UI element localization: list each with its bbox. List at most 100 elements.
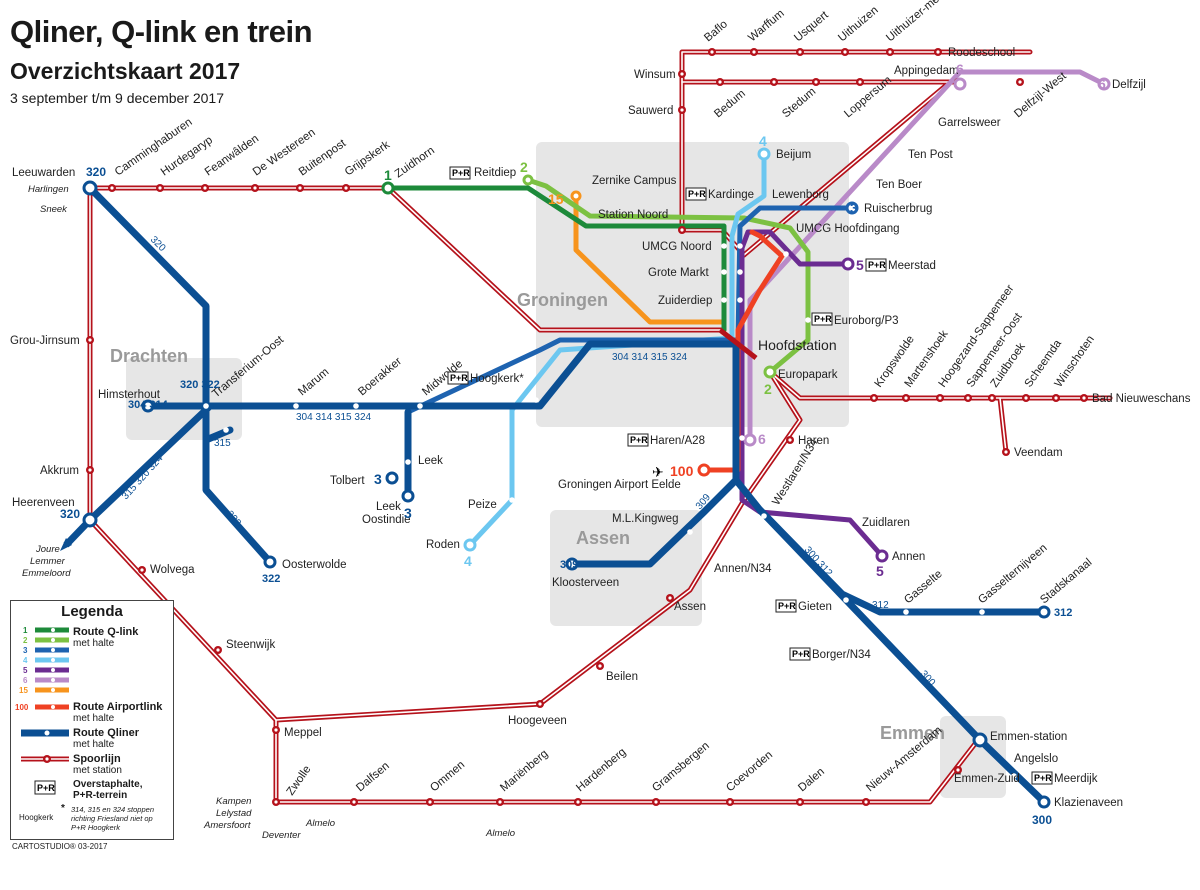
note-sneek: Sneek xyxy=(40,204,68,215)
label-bedum: Bedum xyxy=(712,88,748,121)
note-lemmer: Lemmer xyxy=(30,556,66,567)
label-hoofdstation: Hoofdstation xyxy=(758,337,837,353)
label-tolbert: Tolbert xyxy=(330,475,365,487)
leek-oostindie-line1: Leek xyxy=(376,501,401,513)
note-joure: Joure xyxy=(35,544,60,555)
legend-pr-sub: P+R-terrein xyxy=(73,790,128,801)
label-ten-post: Ten Post xyxy=(908,149,954,161)
note-emmeloord: Emmeloord xyxy=(22,568,71,579)
label-dalfsen: Dalfsen xyxy=(354,760,392,794)
label-grou: Grou-Jirnsum xyxy=(10,335,80,347)
label-zuidlaren: Zuidlaren xyxy=(862,517,910,529)
note-almelo-zwolle: Almelo xyxy=(305,818,335,829)
note-kampen: Kampen xyxy=(216,796,251,807)
legend-num-100: 100 xyxy=(15,703,29,712)
label-uithuizermeeden: Uithuizer-meeden xyxy=(884,0,961,44)
route-num-2-reitdiep: 2 xyxy=(520,159,528,175)
route-num-6-haren: 6 xyxy=(758,431,766,447)
label-oosterwolde: Oosterwolde xyxy=(282,559,347,571)
label-ten-boer: Ten Boer xyxy=(876,179,922,191)
route-num-300: 300 xyxy=(1032,813,1052,827)
map-subtitle: Overzichtskaart 2017 xyxy=(10,58,241,84)
region-assen: Assen xyxy=(576,528,630,548)
groningen-area xyxy=(536,142,849,427)
label-usquert: Usquert xyxy=(792,9,831,45)
label-camminghaburen: Camminghaburen xyxy=(113,116,195,178)
label-coevorden: Coevorden xyxy=(724,749,775,794)
label-leek: Leek xyxy=(418,455,443,467)
note-almelo-marienberg: Almelo xyxy=(485,828,515,839)
label-warffum: Warffum xyxy=(746,8,787,45)
label-meerdijk: Meerdijk xyxy=(1054,773,1098,785)
route-6-line xyxy=(747,69,1107,443)
route-num-100: 100 xyxy=(670,463,694,479)
copyright: CARTOSTUDIO® 03-2017 xyxy=(12,842,108,851)
legend-graphic: 1 2 3 4 5 6 15 100 P+ xyxy=(15,626,69,795)
terminal-rings xyxy=(82,77,1111,809)
route-num-309: 309 xyxy=(560,559,578,571)
route-num-4-beijum: 4 xyxy=(759,133,767,149)
route-num-4-roden: 4 xyxy=(464,553,472,569)
label-klazienaveen: Klazienaveen xyxy=(1054,797,1123,809)
bus-num-trunk-east: 304 314 315 324 xyxy=(612,352,688,363)
legend-airport-label: Route Airportlink xyxy=(73,701,163,713)
drachten-area xyxy=(126,358,242,440)
label-haren: Haren xyxy=(798,435,829,447)
label-stedum: Stedum xyxy=(780,86,818,121)
route-num-320-322: 320 322 xyxy=(180,379,220,391)
label-marum: Marum xyxy=(296,366,331,398)
legend-title: Legenda xyxy=(61,603,123,620)
label-steenwijk: Steenwijk xyxy=(226,639,275,651)
label-angelslo: Angelslo xyxy=(1014,753,1058,765)
label-haren-a28: Haren/A28 xyxy=(650,435,705,447)
route-num-3-oostindie: 3 xyxy=(404,505,412,521)
label-annen-n34: Annen/N34 xyxy=(714,563,772,575)
label-europapark: Europapark xyxy=(778,369,838,381)
route-num-322: 322 xyxy=(262,573,280,585)
label-umcg-noord: UMCG Noord xyxy=(642,241,712,253)
label-annen: Annen xyxy=(892,551,925,563)
legend-num-3: 3 xyxy=(23,646,28,655)
route-5-line xyxy=(739,229,885,559)
label-beijum: Beijum xyxy=(776,149,811,161)
legend-num-6: 6 xyxy=(23,676,28,685)
label-zernike: Zernike Campus xyxy=(592,175,677,187)
route-num-15: 15 xyxy=(548,191,564,207)
route-num-312: 312 xyxy=(1054,607,1072,619)
legend-note: 314, 315 en 324 stoppen richting Friesla… xyxy=(71,805,154,832)
label-zuiderdiep: Zuiderdiep xyxy=(658,295,712,307)
label-bad-nieuweschans: Bad Nieuweschans xyxy=(1092,393,1191,405)
pr-meerstad: P+R xyxy=(868,260,886,270)
legend-num-2: 2 xyxy=(23,636,28,645)
label-gieten: Gieten xyxy=(798,601,832,613)
label-ml-kingweg: M.L.Kingweg xyxy=(612,513,678,525)
legend-airport-sub: met halte xyxy=(73,713,115,724)
bus-num-300: 300 xyxy=(918,669,938,689)
legend-qliner-label: Route Qliner xyxy=(73,727,140,739)
route-num-320-heerenveen: 320 xyxy=(60,507,80,521)
pr-haren-a28: P+R xyxy=(630,435,648,445)
label-station-noord: Station Noord xyxy=(598,209,668,221)
route-num-3-ruischerbrug: 3 xyxy=(850,200,858,216)
route-num-5-meerstad: 5 xyxy=(856,257,864,273)
label-zuidhorn: Zuidhorn xyxy=(393,145,437,181)
label-winsum: Winsum xyxy=(634,69,676,81)
legend-star: * xyxy=(61,803,65,814)
label-hoogkerk: Hoogkerk* xyxy=(470,373,524,385)
pr-borger: P+R xyxy=(792,649,810,659)
legend-num-5: 5 xyxy=(23,666,28,675)
legend-qlink-label: Route Q-link xyxy=(73,626,139,638)
legend-qliner-sub: met halte xyxy=(73,739,115,750)
label-lewenborg: Lewenborg xyxy=(772,189,829,201)
pr-euroborg: P+R xyxy=(814,314,832,324)
label-umcg-hoofdingang: UMCG Hoofdingang xyxy=(796,223,900,235)
label-assen: Assen xyxy=(674,601,706,613)
route-15-line xyxy=(573,193,725,325)
label-sauwerd: Sauwerd xyxy=(628,105,673,117)
bus-num-315-320-324: 315 320 324 xyxy=(120,453,166,502)
assen-area xyxy=(550,510,702,626)
label-roden: Roden xyxy=(426,539,460,551)
route-num-5-annen: 5 xyxy=(876,563,884,579)
label-uithuizen: Uithuizen xyxy=(836,4,880,44)
